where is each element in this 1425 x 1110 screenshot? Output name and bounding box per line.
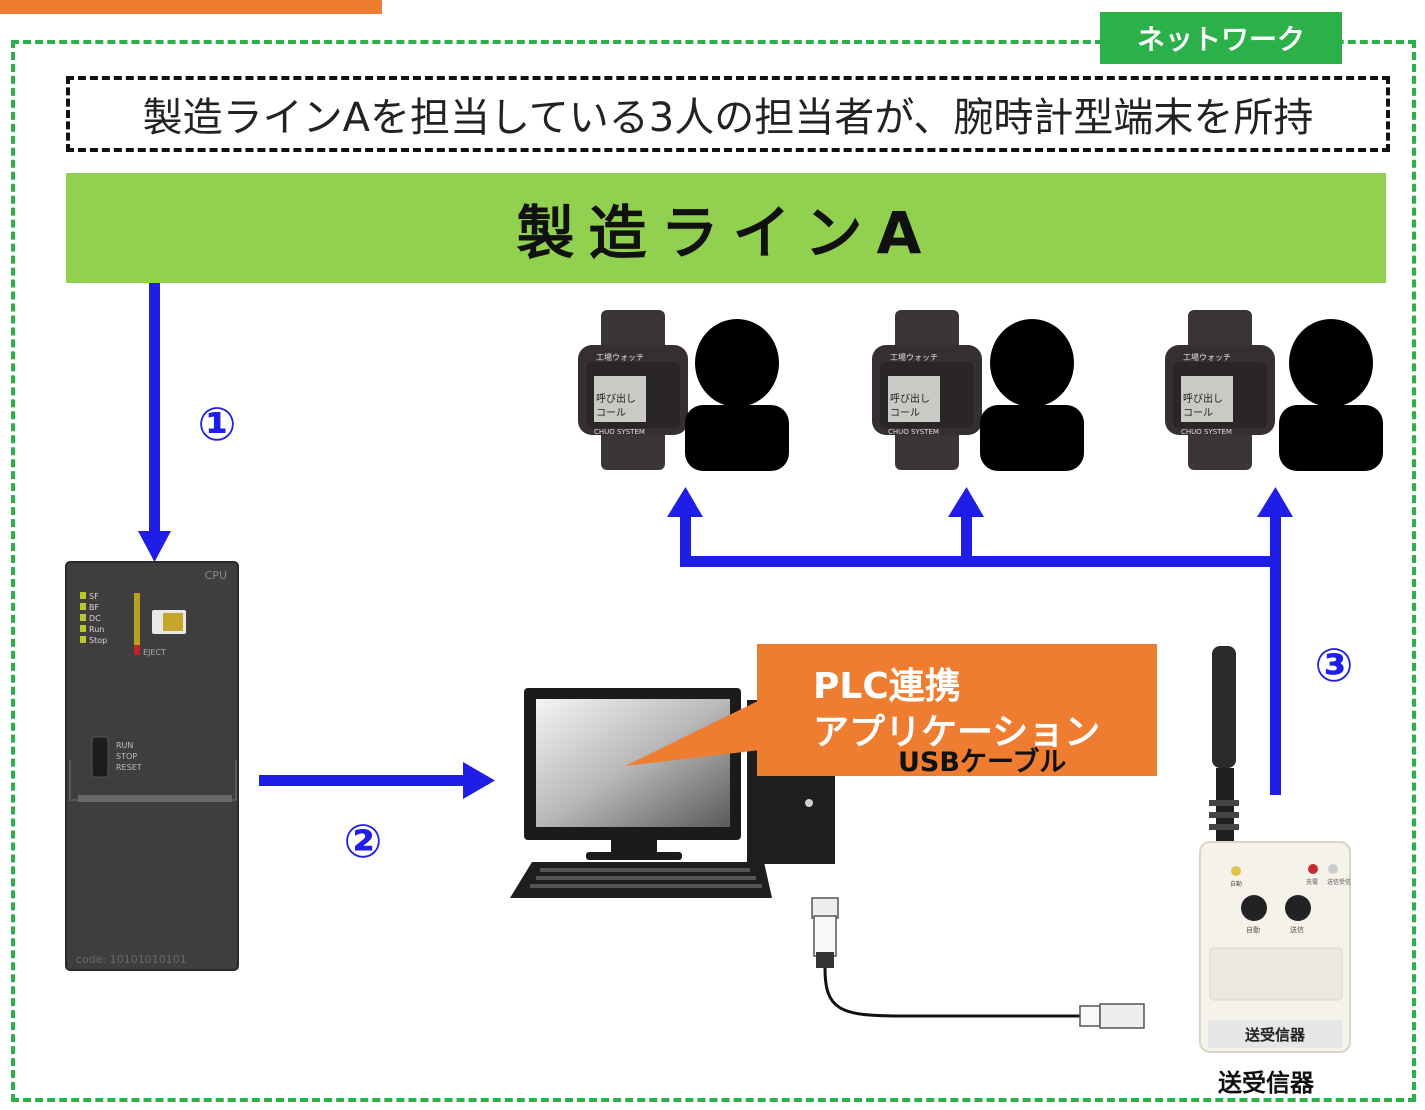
plc-app-pointer (625, 700, 760, 766)
plc-module: CPU SF BF DC Run Stop EJECT RUN STOP RES… (65, 561, 239, 971)
plc-code-label: code: 10101010101 (76, 953, 187, 966)
watch-brand: 工場ウォッチ (1183, 352, 1231, 362)
plc-eject-label: EJECT (143, 648, 166, 657)
plc-switch-run: RUN (116, 741, 133, 750)
transceiver-button-right: 送信 (1290, 925, 1304, 934)
plc-switch-stop: STOP (116, 752, 137, 761)
plc-app-label-line2: アプリケーション (813, 712, 1101, 753)
watch-brand: 工場ウォッチ (596, 352, 644, 362)
watch-screen-line2: コール (890, 408, 920, 419)
transceiver-led-left: 自動 (1230, 880, 1242, 888)
step-2-number: ② (344, 814, 383, 868)
plc-app-label: PLC連携 アプリケーション (757, 644, 1157, 776)
antenna-icon (1209, 646, 1239, 856)
watch-screen-line2: コール (1183, 408, 1213, 419)
plc-cpu-label: CPU (205, 569, 227, 582)
transceiver-device-label: 送受信器 (1244, 1026, 1306, 1044)
transceiver-led-right1: 充電 (1306, 878, 1318, 886)
watch-screen-line1: 呼び出し (1183, 392, 1223, 405)
plc-led-dc: DC (89, 614, 101, 623)
network-label: ネットワーク (1100, 12, 1342, 64)
arrow-step-3 (667, 487, 1293, 795)
watch-brand: 工場ウォッチ (890, 352, 938, 362)
person-icon-3 (1279, 319, 1383, 471)
plc-led-bf: BF (89, 603, 99, 612)
production-line-banner: 製造ラインA (66, 173, 1386, 283)
watch-footer: CHUO SYSTEM (888, 428, 939, 436)
step-1-number: ① (198, 397, 237, 451)
plc-app-label-line1: PLC連携 (813, 666, 961, 707)
watch-screen-line2: コール (596, 408, 626, 419)
person-icon-2 (980, 319, 1084, 471)
usb-cable-label: USBケーブル (898, 747, 1067, 778)
top-tab (0, 0, 382, 14)
plc-led-run: Run (89, 625, 104, 634)
step-3-number: ③ (1315, 638, 1354, 692)
plc-switch-reset: RESET (116, 763, 142, 772)
transceiver-caption: 送受信器 (1218, 1069, 1314, 1097)
transceiver-device: 自動 充電 送信受信 自動 送信 送受信器 (1199, 841, 1351, 1053)
usb-cable (811, 897, 1145, 1029)
person-icon-1 (685, 319, 789, 471)
description-box: 製造ラインAを担当している3人の担当者が、腕時計型端末を所持 (66, 76, 1390, 152)
watch-icon-2: 工場ウォッチ 呼び出し コール CHUO SYSTEM (872, 310, 982, 470)
transceiver-led-right2: 送信受信 (1327, 878, 1351, 886)
watch-footer: CHUO SYSTEM (1181, 428, 1232, 436)
transceiver-button-left: 自動 (1246, 925, 1260, 934)
watch-icon-3: 工場ウォッチ 呼び出し コール CHUO SYSTEM (1165, 310, 1275, 470)
watch-screen-line1: 呼び出し (596, 392, 636, 405)
network-boundary (11, 40, 1416, 1102)
watch-screen-line1: 呼び出し (890, 392, 930, 405)
plc-led-stop: Stop (89, 636, 107, 645)
arrow-step-2 (259, 762, 495, 799)
arrow-step-1 (138, 283, 171, 562)
watch-icon-1: 工場ウォッチ 呼び出し コール CHUO SYSTEM (578, 310, 688, 470)
watch-footer: CHUO SYSTEM (594, 428, 645, 436)
plc-led-sf: SF (89, 592, 99, 601)
